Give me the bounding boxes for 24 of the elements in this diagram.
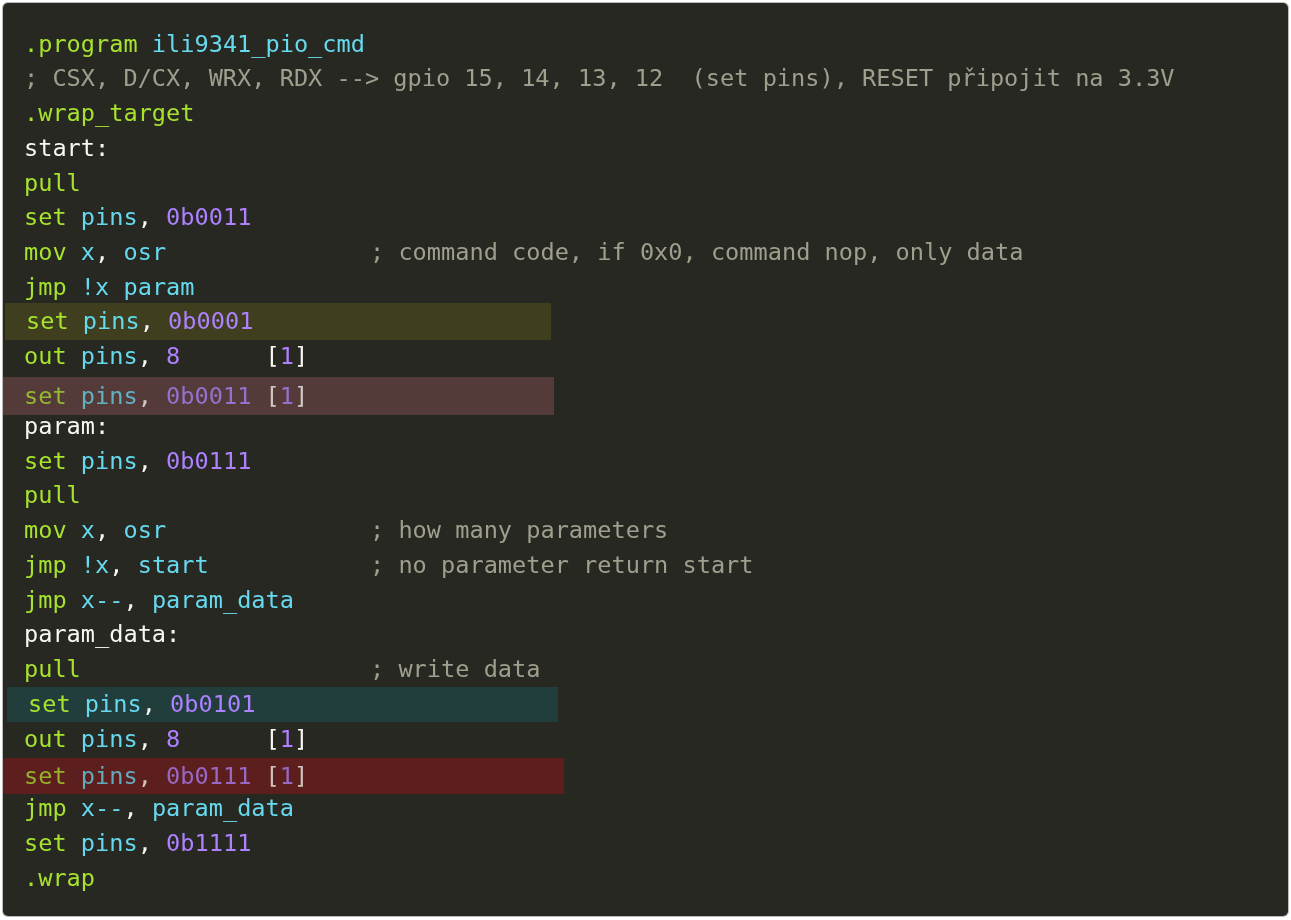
code-line: .program ili9341_pio_cmd [24,28,365,60]
code-comment: ; CSX, D/CX, WRX, RDX --> gpio 15, 14, 13, 12 (set pins), RESET připojit na 3.3V [24,63,1175,95]
code-line: pull [24,167,81,199]
code-line: start: [24,132,110,164]
code-line: out pins, 8 [1] [24,723,309,755]
code-line: set pins, 0b1111 [24,827,252,859]
code-comment: ; write data [370,654,541,685]
code-comment: ; how many parameters [370,515,669,546]
code-line: out pins, 8 [1] [24,341,309,373]
code-comment: ; command code, if 0x0, command nop, only data [370,237,1024,268]
code-line: .wrap_target [24,98,195,129]
code-line: pull [24,654,81,685]
code-line: .wrap [24,862,96,894]
code-line: jmp !x, start [24,549,209,581]
code-comment: ; no parameter return start [370,549,754,581]
code-line: mov x, osr [24,237,167,268]
code-line: pull [24,480,81,512]
code-line: set pins, 0b0111 [24,445,252,477]
code-line: jmp x--, param_data [24,793,294,824]
code-line: param_data: [24,619,181,651]
code-line: mov x, osr [24,515,167,546]
code-line: set pins, 0b0011 [24,202,252,234]
code-line: jmp x--, param_data [24,584,294,616]
code-line: jmp !x param [24,271,195,303]
